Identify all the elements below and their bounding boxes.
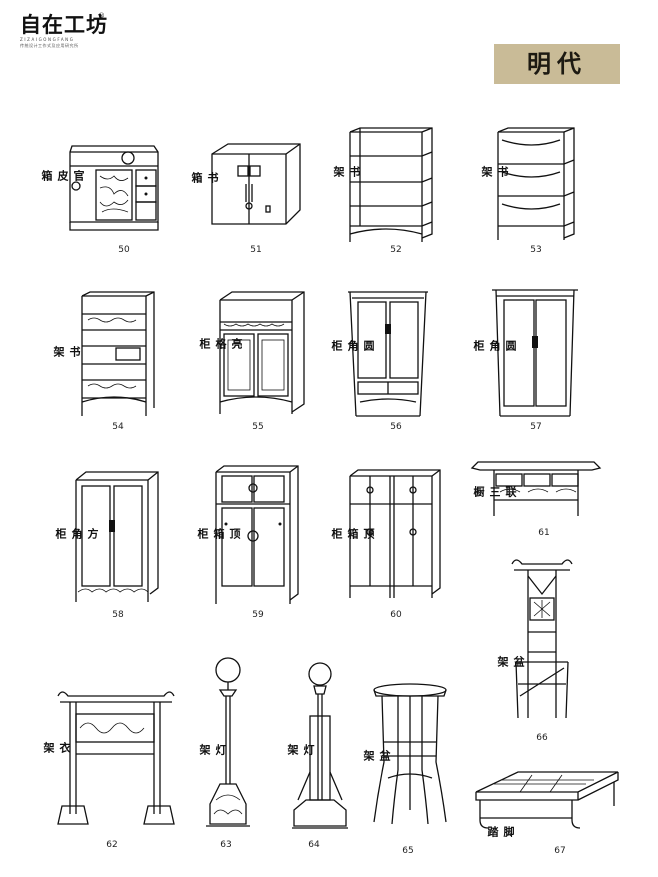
item-label: 书架 [52,346,81,360]
item-number: 56 [390,422,402,432]
item-label: 书箱 [190,172,219,186]
registered-mark: ® [98,12,105,20]
item-number: 52 [390,245,402,255]
brand-pinyin: ZIZAIGONGFANG [20,37,75,42]
item-number: 50 [118,245,130,255]
item-number: 61 [538,528,550,538]
item-number: 62 [106,840,118,850]
era-title: 明代 [527,49,587,78]
item-number: 63 [220,840,232,850]
item-number: 51 [250,245,262,255]
brand-tagline: 传统设计工作式及应用研究所 [20,43,79,48]
item-label: 衣架 [42,742,71,756]
item-number: 57 [530,422,542,432]
item-number: 54 [112,422,124,432]
item-number: 55 [252,422,264,432]
brand-logo: 自在工坊 ® ZIZAIGONGFANG 传统设计工作式及应用研究所 [20,12,108,49]
item-number: 66 [536,733,548,743]
item-label: 盆架 [496,656,525,670]
item-number: 53 [530,245,542,255]
item-number: 58 [112,610,124,620]
item-number: 64 [308,840,320,850]
item-label: 书架 [480,166,509,180]
item-label: 顶箱柜 [330,528,375,542]
item-label: 脚踏 [486,826,515,840]
item-number: 65 [402,846,414,856]
item-number: 67 [554,846,566,856]
item-label: 书架 [332,166,361,180]
item-label: 灯架 [198,744,227,758]
item-number: 60 [390,610,402,620]
item-number: 59 [252,610,264,620]
era-badge: 明代 [494,44,620,84]
item-label: 官皮箱 [40,170,85,184]
brand-name: 自在工坊 [20,12,108,37]
item-label: 灯架 [286,744,315,758]
item-label: 盆架 [362,750,391,764]
